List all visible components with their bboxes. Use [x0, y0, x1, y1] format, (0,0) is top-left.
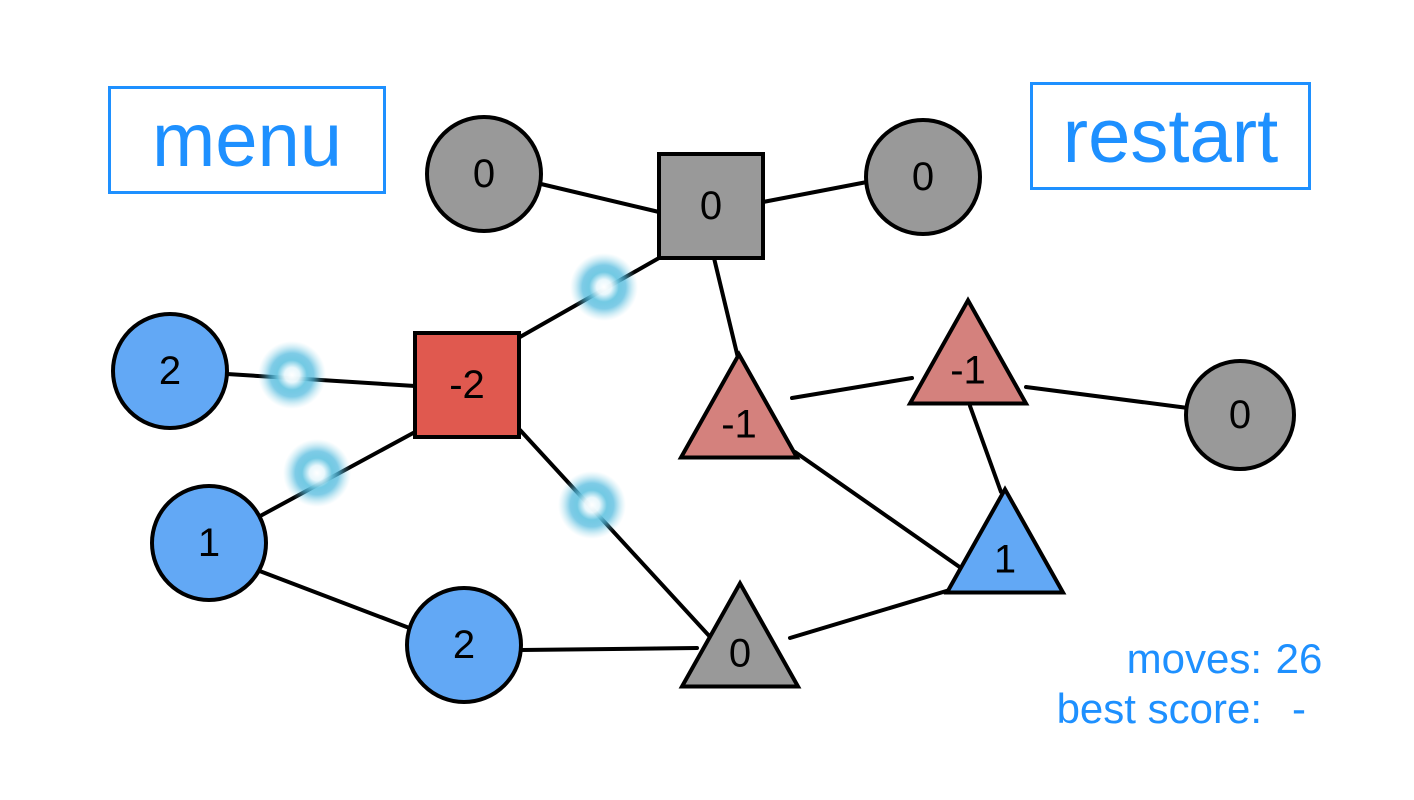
edge-token-glow[interactable]	[570, 253, 638, 321]
graph-edge[interactable]	[790, 376, 914, 400]
node-shape	[943, 485, 1067, 595]
edge-token-glow[interactable]	[558, 471, 626, 539]
best-score-value: -	[1292, 685, 1306, 732]
graph-edge[interactable]	[788, 584, 965, 640]
graph-node-square[interactable]: -2	[413, 331, 521, 439]
best-score-row: best score: -	[1057, 684, 1336, 734]
graph-node-circle[interactable]: 0	[425, 115, 543, 233]
graph-node-circle[interactable]: 2	[405, 586, 523, 704]
node-shape	[111, 312, 229, 430]
edge-token-glow[interactable]	[283, 439, 351, 507]
moves-row: moves: 26	[1057, 634, 1336, 684]
node-shape	[405, 586, 523, 704]
graph-edge[interactable]	[255, 568, 414, 631]
moves-value: 26	[1275, 635, 1323, 682]
node-shape	[413, 331, 521, 439]
graph-node-circle[interactable]: 0	[864, 118, 982, 236]
graph-node-square[interactable]: 0	[657, 152, 765, 260]
node-shape	[677, 350, 801, 460]
menu-button[interactable]: menu	[108, 86, 386, 194]
graph-node-triangle[interactable]: -1	[906, 296, 1030, 406]
node-shape	[906, 296, 1030, 406]
node-shape	[1184, 359, 1296, 471]
graph-edge[interactable]	[712, 256, 741, 364]
graph-node-triangle[interactable]: 1	[943, 485, 1067, 595]
score-panel: moves: 26 best score: -	[1057, 634, 1336, 734]
edge-token-glow[interactable]	[258, 341, 326, 409]
graph-node-triangle[interactable]: -1	[677, 350, 801, 460]
graph-edge[interactable]	[793, 450, 973, 577]
graph-edge[interactable]	[761, 180, 869, 204]
graph-node-circle[interactable]: 2	[111, 312, 229, 430]
node-shape	[657, 152, 765, 260]
node-shape	[864, 118, 982, 236]
graph-edge[interactable]	[968, 404, 1003, 494]
restart-button[interactable]: restart	[1030, 82, 1311, 190]
graph-node-circle[interactable]: 1	[150, 484, 268, 602]
moves-label: moves:	[1126, 635, 1262, 682]
tokens-layer	[258, 253, 638, 539]
graph-edge[interactable]	[518, 428, 714, 641]
graph-node-circle[interactable]: 0	[1184, 359, 1296, 471]
graph-edge[interactable]	[539, 182, 661, 214]
node-shape	[425, 115, 543, 233]
node-shape	[150, 484, 268, 602]
graph-edge[interactable]	[1024, 385, 1190, 410]
node-shape	[678, 579, 802, 689]
best-score-label: best score:	[1056, 685, 1262, 732]
graph-node-triangle[interactable]: 0	[678, 579, 802, 689]
graph-edge[interactable]	[519, 646, 699, 652]
